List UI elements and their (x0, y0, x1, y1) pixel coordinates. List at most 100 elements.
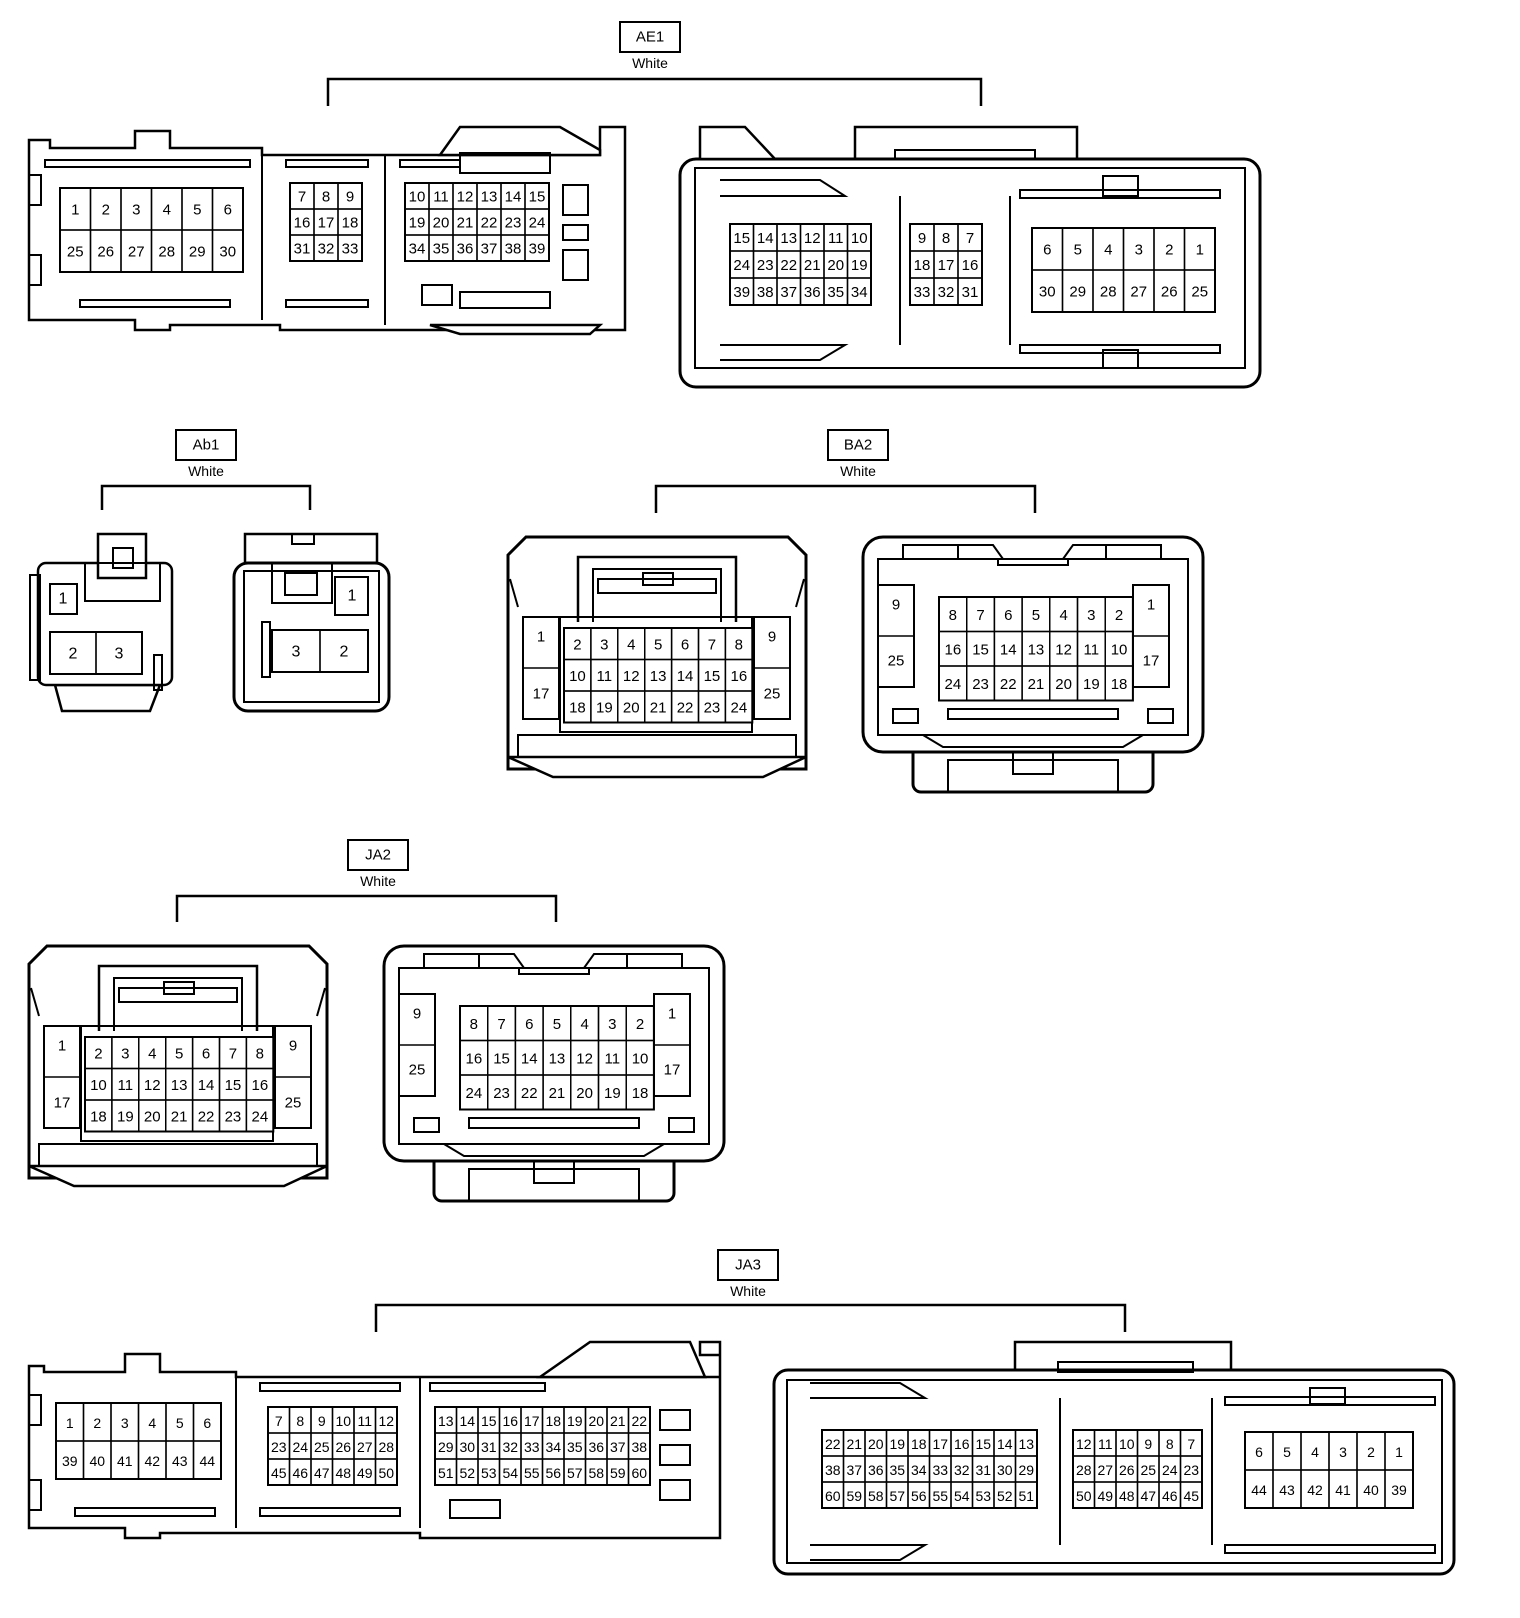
pin-number: 37 (610, 1439, 626, 1455)
pin-number: 52 (459, 1465, 475, 1481)
connector-color: White (632, 55, 668, 71)
rib (720, 179, 849, 197)
pin-number: 8 (296, 1413, 304, 1429)
pin-number: 14 (198, 1077, 215, 1094)
pin-cell (846, 277, 872, 306)
pin-number: 18 (911, 1436, 927, 1452)
pin-number: 37 (481, 241, 498, 258)
pin-number: 24 (466, 1085, 483, 1102)
pin-number: 19 (1083, 676, 1100, 693)
pin-number: 33 (342, 241, 359, 258)
pin-number: 60 (825, 1488, 841, 1504)
pin-number: 45 (271, 1465, 287, 1481)
connector-code: Ab1 (193, 437, 220, 454)
pin-number: 6 (1255, 1444, 1263, 1460)
slot (1102, 175, 1139, 197)
pin-number: 53 (975, 1488, 991, 1504)
pin-number: 50 (378, 1465, 394, 1481)
pin-number: 10 (1119, 1436, 1135, 1452)
pin-number: 4 (1059, 607, 1067, 624)
pin-number: 16 (962, 257, 979, 274)
connector-code-box (347, 839, 409, 871)
slot (44, 159, 251, 168)
pin-cell (374, 1458, 398, 1486)
connector-color: White (360, 873, 396, 889)
pin-number: 1 (1196, 242, 1204, 259)
pin-number: 2 (102, 202, 110, 219)
pin-number: 24 (529, 215, 546, 232)
pin-number: 4 (627, 636, 635, 653)
pin-number: 58 (588, 1465, 604, 1481)
pin-number: 9 (346, 189, 354, 206)
pin-number: 1 (1395, 1444, 1403, 1460)
pin-number: 48 (335, 1465, 351, 1481)
connector-bracket (326, 77, 983, 106)
pin-number: 25 (314, 1439, 330, 1455)
pin-number: 27 (1130, 284, 1147, 301)
pin-number: 7 (976, 607, 984, 624)
pin-number: 59 (610, 1465, 626, 1481)
slot (659, 1444, 691, 1466)
pin-number: 11 (605, 1050, 621, 1067)
pin-number: 59 (846, 1488, 862, 1504)
pin-number: 7 (966, 230, 974, 247)
pin-number: 18 (342, 215, 359, 232)
pin-number: 38 (757, 284, 774, 301)
pin-number: 41 (1335, 1482, 1351, 1498)
housing-foot (28, 1164, 328, 1188)
pin-number: 13 (171, 1077, 188, 1094)
pin-number: 29 (438, 1439, 454, 1455)
pin-number: 4 (1104, 242, 1112, 259)
pin-number: 13 (481, 189, 498, 206)
pin-number: 20 (868, 1436, 884, 1452)
pin-number: 5 (193, 202, 201, 219)
inner-frame (694, 167, 1246, 369)
connector-code-box (175, 429, 237, 461)
pin-block-outline (84, 1036, 275, 1133)
pin-number: 17 (1143, 653, 1160, 670)
pin-number: 2 (94, 1045, 102, 1062)
pin-number: 20 (827, 257, 844, 274)
pin-number: 23 (1183, 1462, 1199, 1478)
pin-number: 5 (553, 1016, 561, 1033)
pin-number: 13 (1018, 1436, 1034, 1452)
slot (459, 291, 551, 309)
pin-number: 6 (1004, 607, 1012, 624)
pin-number: 38 (631, 1439, 647, 1455)
pin-number: 32 (938, 284, 955, 301)
pin-cell (95, 631, 143, 675)
pin-cell (337, 234, 363, 262)
pin-number: 39 (733, 284, 750, 301)
latch-tab (997, 558, 1069, 566)
pin-number: 20 (144, 1108, 161, 1125)
pin-number: 26 (97, 244, 114, 261)
pin-number: 32 (318, 241, 335, 258)
slot (562, 224, 589, 241)
connector-bracket (175, 894, 558, 922)
tab-inner (894, 149, 1036, 160)
pin-number: 15 (529, 189, 546, 206)
pin-number: 16 (294, 215, 311, 232)
pin-number: 19 (409, 215, 426, 232)
side-rib (153, 654, 163, 691)
slot (285, 159, 369, 168)
base-slot (468, 1168, 640, 1202)
side-rib (261, 621, 271, 678)
pin-number: 55 (524, 1465, 540, 1481)
notch (28, 254, 42, 286)
pin-number: 54 (502, 1465, 518, 1481)
pin-number: 7 (1187, 1436, 1195, 1452)
base-tab (1012, 751, 1054, 775)
pin-number: 17 (664, 1062, 681, 1079)
pin-number: 19 (567, 1413, 583, 1429)
pin-number: 23 (972, 676, 989, 693)
pin-number: 19 (117, 1108, 134, 1125)
pin-number: 53 (481, 1465, 497, 1481)
pin-number: 27 (357, 1439, 373, 1455)
